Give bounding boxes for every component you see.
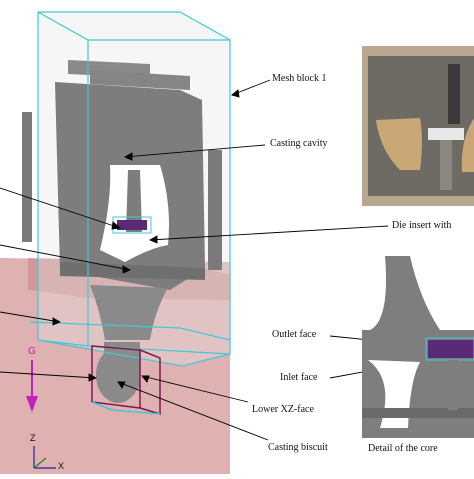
die-photo bbox=[362, 46, 474, 206]
label-lower-xz-face: Lower XZ-face bbox=[252, 404, 314, 415]
label-casting-cavity: Casting cavity bbox=[270, 138, 328, 149]
label-detail-caption: Detail of the core bbox=[368, 443, 438, 454]
label-gravity: G bbox=[28, 346, 36, 357]
mesh-block-wireframe bbox=[29, 11, 231, 367]
core-detail-view bbox=[362, 256, 474, 438]
right-bracket bbox=[208, 150, 222, 270]
die-insert-block bbox=[117, 220, 147, 230]
axis-triad bbox=[33, 446, 56, 469]
label-mesh-block: Mesh block 1 bbox=[272, 73, 327, 84]
label-axis-z: Z bbox=[30, 433, 36, 443]
cross-gate bbox=[60, 262, 205, 280]
label-die-insert: Die insert with bbox=[392, 220, 452, 231]
label-outlet-face: Outlet face bbox=[272, 329, 317, 340]
label-axis-x: X bbox=[58, 461, 65, 471]
label-inlet-face: Inlet face bbox=[280, 372, 318, 383]
biscuit-frame bbox=[91, 345, 161, 416]
gravity-arrowhead bbox=[26, 396, 38, 412]
label-casting-biscuit: Casting biscuit bbox=[268, 442, 328, 453]
cavity-upper-strip bbox=[90, 70, 190, 90]
left-bracket bbox=[22, 112, 32, 242]
